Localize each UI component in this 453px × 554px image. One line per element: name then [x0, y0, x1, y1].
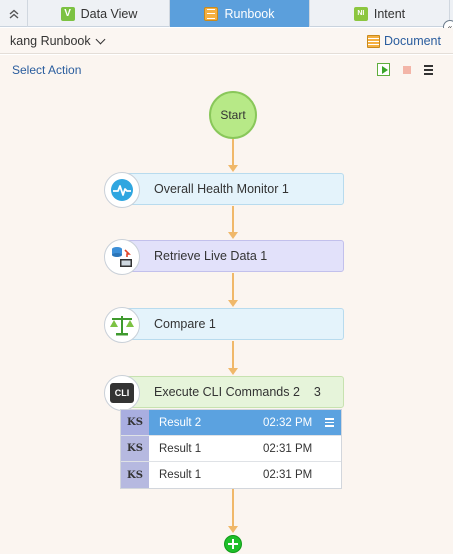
tab-label: Intent	[373, 6, 406, 21]
step-icon-container	[104, 307, 140, 343]
start-node[interactable]: Start	[209, 91, 257, 139]
step-execute-cli-commands[interactable]: Execute CLI Commands 2 3	[122, 376, 344, 408]
step-icon-container	[104, 172, 140, 208]
collapse-panel-button[interactable]	[0, 0, 28, 27]
result-name: Result 1	[159, 442, 202, 455]
stop-icon[interactable]	[400, 63, 413, 76]
step-label: Overall Health Monitor 1	[154, 182, 289, 196]
health-monitor-icon	[111, 179, 133, 201]
runbook-header: kang Runbook Document	[0, 28, 453, 54]
ks-badge: KS	[121, 436, 149, 461]
connector-arrow	[228, 526, 238, 533]
step-icon-container	[104, 239, 140, 275]
results-list: KS Result 2 02:32 PM KS Result 1 02:31 P…	[120, 409, 342, 489]
result-row[interactable]: KS Result 1 02:31 PM	[121, 462, 341, 488]
result-menu-spacer	[325, 436, 341, 461]
tab-label: Data View	[80, 6, 138, 21]
connector-line	[232, 273, 234, 301]
step-retrieve-live-data[interactable]: Retrieve Live Data 1	[122, 240, 344, 272]
runbook-name: kang Runbook	[10, 34, 91, 48]
step-overall-health-monitor[interactable]: Overall Health Monitor 1	[122, 173, 344, 205]
result-row[interactable]: KS Result 1 02:31 PM	[121, 436, 341, 462]
chevron-down-icon	[95, 34, 106, 44]
ks-badge: KS	[121, 462, 149, 488]
runbook-canvas: Select Action Start Overall Health Monit…	[0, 55, 453, 554]
tab-runbook[interactable]: Runbook	[170, 0, 310, 27]
runbook-icon	[204, 6, 219, 21]
document-label: Document	[384, 34, 441, 48]
result-time: 02:31 PM	[263, 469, 313, 481]
step-compare[interactable]: Compare 1	[122, 308, 344, 340]
document-icon	[367, 34, 381, 48]
double-chevron-up-icon	[9, 9, 18, 19]
step-label: Retrieve Live Data 1	[154, 249, 268, 263]
result-row[interactable]: KS Result 2 02:32 PM	[121, 410, 341, 436]
play-icon[interactable]	[377, 63, 390, 76]
connector-arrow	[228, 232, 238, 239]
select-action-link[interactable]: Select Action	[12, 63, 82, 77]
tab-bar: V Data View Runbook NI Intent «	[0, 0, 453, 34]
connector-arrow	[228, 300, 238, 307]
connector-line	[232, 206, 234, 233]
connector-arrow	[228, 368, 238, 375]
step-label: Execute CLI Commands 2	[154, 385, 300, 399]
cli-icon: CLI	[110, 383, 134, 403]
connector-line	[232, 341, 234, 369]
ks-badge: KS	[121, 410, 149, 435]
result-count-badge: 3	[313, 385, 321, 399]
menu-icon[interactable]	[422, 63, 435, 76]
result-menu-icon[interactable]	[325, 410, 341, 435]
v-icon: V	[60, 6, 75, 21]
tab-label: Runbook	[224, 6, 275, 21]
result-name: Result 1	[159, 469, 202, 481]
runbook-selector[interactable]: kang Runbook	[10, 34, 106, 48]
add-step-plus-icon[interactable]	[224, 535, 242, 553]
connector-line	[232, 487, 234, 527]
retrieve-data-icon	[112, 247, 132, 267]
connector-arrow	[228, 165, 238, 172]
connector-line	[232, 139, 234, 166]
step-icon-container: CLI	[104, 375, 140, 411]
result-menu-spacer	[325, 462, 341, 488]
compare-scale-icon	[110, 316, 134, 336]
step-label: Compare 1	[154, 317, 216, 331]
result-name: Result 2	[159, 416, 202, 429]
tab-intent[interactable]: NI Intent	[310, 0, 450, 27]
document-button[interactable]: Document	[367, 34, 441, 48]
result-time: 02:31 PM	[263, 442, 313, 455]
tab-data-view[interactable]: V Data View	[29, 0, 170, 27]
ni-icon: NI	[353, 6, 368, 21]
result-time: 02:32 PM	[263, 416, 313, 429]
